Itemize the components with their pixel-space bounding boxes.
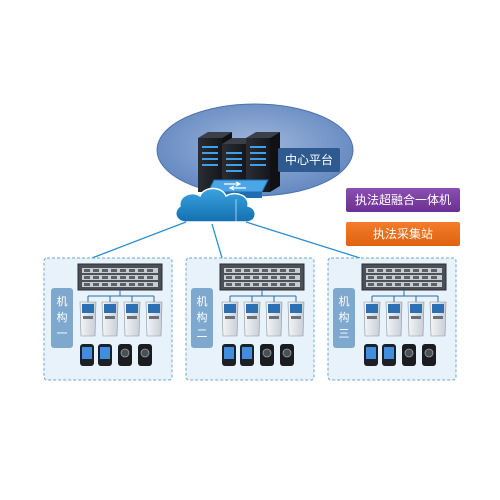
collection-kiosk-icon bbox=[243, 301, 261, 337]
org-box-2 bbox=[185, 257, 315, 381]
rack-server-icon bbox=[219, 263, 305, 291]
collection-kiosk-icon bbox=[221, 301, 239, 337]
collection-kiosk-icon bbox=[145, 301, 163, 337]
org-label-1: 机构一 bbox=[51, 288, 73, 348]
collection-kiosk-icon bbox=[287, 301, 305, 337]
collection-kiosk-icon bbox=[385, 301, 403, 337]
rack-to-kiosk-links bbox=[229, 290, 297, 302]
collection-kiosk-icon bbox=[429, 301, 447, 337]
body-camera-devices bbox=[364, 344, 436, 366]
rack-server-icon bbox=[77, 263, 163, 291]
collection-kiosk-icon bbox=[101, 301, 119, 337]
org-box-3 bbox=[327, 257, 457, 381]
collection-kiosk-icon bbox=[407, 301, 425, 337]
rack-to-kiosk-links bbox=[371, 290, 439, 302]
rack-to-kiosk-links bbox=[87, 290, 155, 302]
org-label-2: 机构二 bbox=[191, 288, 213, 348]
legend-converged-appliance: 执法超融合一体机 bbox=[346, 188, 460, 212]
body-camera-devices bbox=[222, 344, 294, 366]
collection-kiosk-icon bbox=[123, 301, 141, 337]
cloud-icon bbox=[175, 187, 256, 223]
center-platform-label: 中心平台 bbox=[278, 148, 340, 172]
network-links bbox=[91, 197, 361, 259]
org-box-1 bbox=[43, 257, 173, 381]
collection-kiosk-icon bbox=[363, 301, 381, 337]
org-label-3: 机构三 bbox=[333, 288, 355, 348]
legend-collection-station: 执法采集站 bbox=[346, 222, 460, 246]
rack-server-icon bbox=[361, 263, 447, 291]
body-camera-devices bbox=[80, 344, 152, 366]
collection-kiosk-icon bbox=[79, 301, 97, 337]
collection-kiosk-icon bbox=[265, 301, 283, 337]
